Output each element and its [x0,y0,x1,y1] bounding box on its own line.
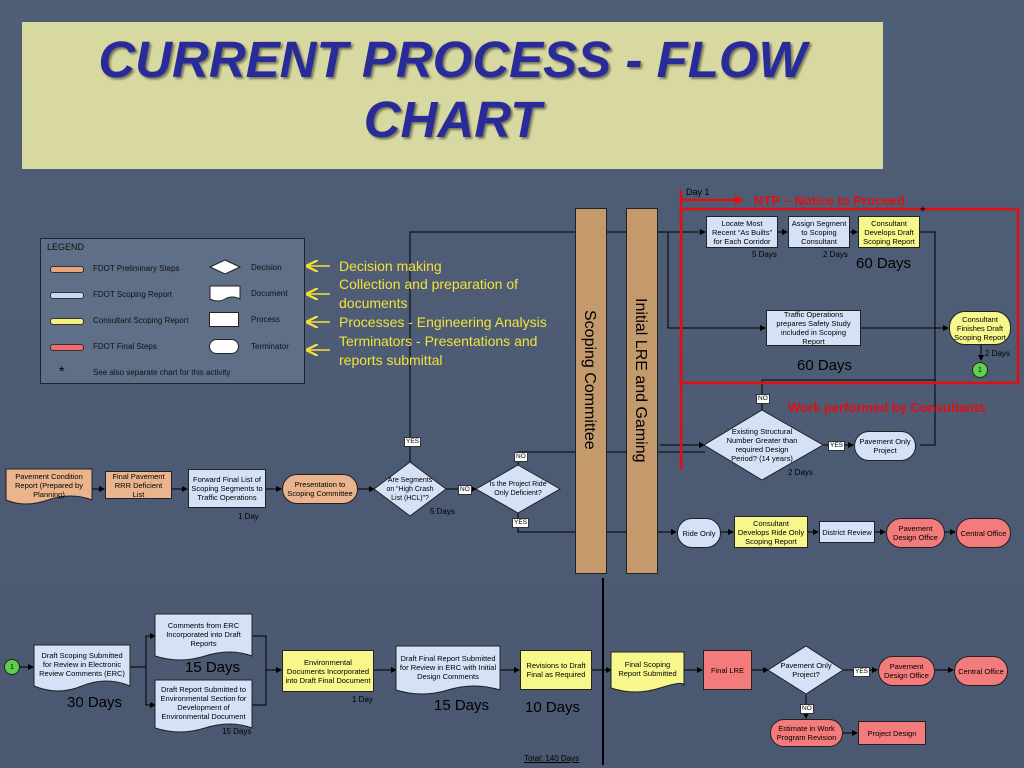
days-label: 1 Day [352,695,373,704]
ride-no-label: NO [514,452,528,462]
days-label: 1 Day [238,512,259,521]
forward-final-list: Forward Final List of Scoping Segments t… [188,469,266,508]
pavement-no-label: NO [800,704,814,714]
hcl-no-label: NO [458,485,472,495]
days-label: 2 Days [985,349,1010,358]
existing-yes-label: YES [828,441,846,451]
central-office-2: Central Office [954,656,1008,686]
days-label: 15 Days [222,727,252,736]
days-label: 15 Days [185,659,241,676]
process-shape-icon [209,312,239,327]
draft-to-environmental: Draft Report Submitted to Environmental … [160,685,247,721]
days-label: 60 Days [856,255,912,272]
hcl-decision: Are Segments on “High Crash List (HCL)”? [386,476,434,502]
legend-swatch-preliminary [50,266,84,273]
legend-shape-process: Process [251,315,280,324]
legend-shape-document: Document [251,289,288,298]
ride-yes-label: YES [512,518,530,528]
draft-final-report: Draft Final Report Submitted for Review … [399,653,497,681]
legend-shape-terminator: Terminator [251,342,289,351]
legend-label-consultant: Consultant Scoping Report [93,316,189,325]
title-banner [22,22,883,169]
revisions-draft-final: Revisions to Draft Final as Required [520,650,592,690]
lre-gaming-label: Initial LRE and Gaming [632,298,649,463]
days-label: 2 Days [788,468,813,477]
scoping-committee-bar [575,208,607,574]
days-label: 60 Days [797,357,853,374]
consultant-ride-only-report: Consultant Develops Ride Only Scoping Re… [734,516,808,548]
pavement-condition-report: Pavement Condition Report (Prepared by P… [15,471,83,499]
legend-note: See also separate chart for this activit… [93,368,231,377]
pavement-yes-label: YES [853,667,871,677]
connector-1-bottom: 1 [4,659,20,675]
callout-terminators: Terminators - Presentations and reports … [339,333,538,368]
legend-shape-decision: Decision [251,263,282,272]
legend-swatch-consultant [50,318,84,325]
legend-label-preliminary: FDOT Preliminary Steps [93,264,180,273]
diamond-pavement [767,645,844,695]
day-1-label: Day 1 [686,187,710,197]
comments-erc-incorporated: Comments from ERC Incorporated into Draf… [166,620,241,648]
consultant-work-label: Work performed by Consultants [788,400,986,415]
legend-swatch-fdot-report [50,292,84,299]
asterisk-icon: * [59,363,65,379]
draft-scoping-submitted: Draft Scoping Submitted for Review in El… [39,650,125,678]
existing-structural-decision: Existing Structural Number Greater than … [726,427,798,463]
final-scoping-report: Final Scoping Report Submitted [618,660,677,678]
decision-shape-icon [209,259,241,275]
legend-label-fdot-report: FDOT Scoping Report [93,290,172,299]
days-label: 10 Days [525,699,581,716]
days-label: 30 Days [67,694,123,711]
callout-documents: Collection and preparation of documents [339,276,519,311]
callout-decision: Decision making [339,258,442,274]
project-design: Project Design [858,721,926,745]
environmental-documents-incorporated: Environmental Documents Incorporated int… [282,650,374,692]
hcl-yes-label: YES [404,437,422,447]
callout-processes: Processes - Engineering Analysis [339,314,547,330]
pavement-design-office-1: Pavement Design Office [886,518,945,548]
days-label: 5 Days [752,250,777,259]
legend-swatch-final [50,344,84,351]
estimate-work-program: Estimate in Work Program Revision [770,719,843,747]
document-shape-icon [209,285,241,302]
consultant-develops-draft: Consultant Develops Draft Scoping Report [858,216,920,248]
lre-gaming-bar [626,208,658,574]
pavement-design-office-2: Pavement Design Office [878,656,935,686]
existing-no-label: NO [756,394,770,404]
days-label: 2 Days [823,250,848,259]
assign-segment: Assign Segment to Scoping Consultant [788,216,850,248]
final-lre: Final LRE [703,650,752,690]
pavement-only-decision: Pavement Only Project? [780,661,832,679]
page-title: CURRENT PROCESS - FLOW CHART [98,31,807,148]
diamond-ride [474,464,562,514]
legend-label-final: FDOT Final Steps [93,342,157,351]
ntp-label: NTP – Notice to Proceed [754,193,905,208]
district-review: District Review [819,521,875,543]
ride-only-decision: Is the Project Ride Only Deficient? [489,481,547,497]
traffic-operations-study: Traffic Operations prepares Safety Study… [766,310,861,346]
presentation-scoping-committee: Presentation to Scoping Committee [282,474,358,504]
diamond-hcl [373,461,447,517]
scoping-committee-label: Scoping Committee [581,310,598,450]
terminator-shape-icon [209,339,239,354]
final-pavement-rrr-list: Final Pavement RRR Deficient List [105,471,172,499]
days-label: 5 Days [430,507,455,516]
consultant-finishes-draft: Consultant Finishes Draft Scoping Report [949,311,1011,345]
days-label: 15 Days [434,697,490,714]
asterisk-marker-icon: * [920,203,926,219]
ride-only: Ride Only [677,518,721,548]
pavement-only-project: Pavement Only Project [854,431,916,461]
total-days-label: Total: 140 Days [524,754,580,763]
locate-as-builts: Locate Most Recent “As Builts” for Each … [706,216,778,248]
legend-heading: LEGEND [47,242,85,252]
legend-box: LEGEND FDOT Preliminary Steps FDOT Scopi… [40,238,305,384]
diamond-existing [703,409,825,481]
central-office-1: Central Office [956,518,1011,548]
connector-1-top: 1 [972,362,988,378]
